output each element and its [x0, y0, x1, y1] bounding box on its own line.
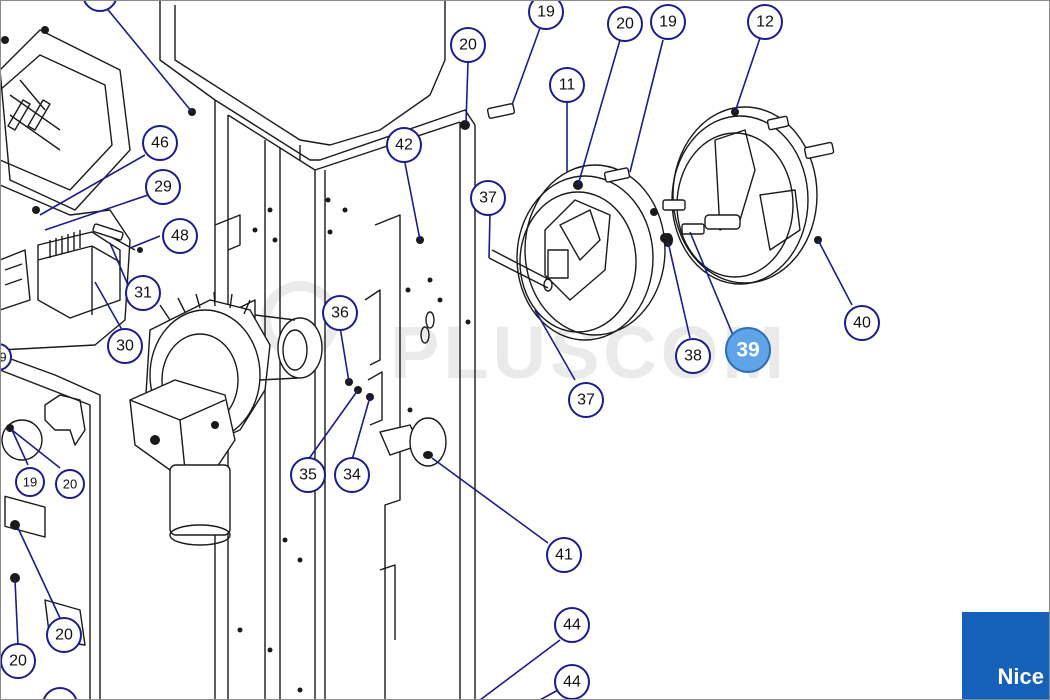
callout-44-lower[interactable]: 44 [554, 664, 590, 700]
callout-20-lower-left[interactable]: 20 [46, 617, 82, 653]
callout-11[interactable]: 11 [549, 67, 585, 103]
svg-text:37: 37 [479, 190, 497, 207]
callout-46[interactable]: 46 [142, 125, 178, 161]
svg-text:39: 39 [736, 339, 759, 362]
svg-text:35: 35 [299, 467, 317, 484]
svg-text:46: 46 [151, 135, 169, 152]
motor-drawing [129, 291, 374, 546]
callout-31[interactable]: 31 [125, 275, 161, 311]
gear-housing-12-drawing [671, 106, 822, 285]
callout-40[interactable]: 40 [844, 305, 880, 341]
control-unit-drawing [0, 26, 196, 351]
brand-logo: Nice [962, 612, 1050, 700]
callout-29[interactable]: 29 [145, 169, 181, 205]
svg-text:41: 41 [555, 547, 573, 564]
leader-lines [11, 0, 853, 700]
svg-text:29: 29 [154, 179, 172, 196]
gear-housing-11-drawing [488, 164, 670, 341]
callout-44-upper[interactable]: 44 [554, 607, 590, 643]
callout-37-lower[interactable]: 37 [568, 382, 604, 418]
svg-text:36: 36 [331, 305, 349, 322]
svg-text:20: 20 [55, 627, 73, 644]
callout-41[interactable]: 41 [546, 537, 582, 573]
svg-text:20: 20 [459, 37, 477, 54]
left-frame-drawing [0, 354, 101, 700]
svg-text:11: 11 [559, 77, 576, 94]
svg-text:37: 37 [577, 392, 595, 409]
svg-text:42: 42 [395, 137, 413, 154]
svg-text:38: 38 [684, 348, 702, 365]
svg-text:40: 40 [853, 315, 871, 332]
callouts: 46 29 48 31 30 36 35 34 42 20 19 11 20 1… [0, 0, 880, 700]
svg-text:44: 44 [563, 617, 581, 634]
callout-12[interactable]: 12 [747, 4, 783, 40]
callout-35[interactable]: 35 [290, 457, 326, 493]
svg-text:9: 9 [0, 350, 7, 365]
svg-text:34: 34 [343, 467, 361, 484]
callout-20[interactable]: 20 [450, 27, 486, 63]
svg-text:48: 48 [171, 228, 189, 245]
svg-text:12: 12 [756, 14, 774, 31]
svg-text:30: 30 [116, 338, 134, 355]
callout-38[interactable]: 38 [675, 338, 711, 374]
callout-cropped-bottom [42, 687, 78, 700]
svg-text:31: 31 [134, 285, 152, 302]
callout-20-left[interactable]: 20 [55, 469, 85, 499]
callout-39-selected[interactable]: 39 [725, 327, 771, 373]
svg-text:19: 19 [23, 475, 37, 490]
hardware-drawing [92, 103, 835, 247]
svg-text:20: 20 [616, 16, 634, 33]
callout-9[interactable]: 9 [0, 343, 12, 371]
callout-36[interactable]: 36 [322, 295, 358, 331]
callout-37-upper[interactable]: 37 [470, 180, 506, 216]
svg-text:19: 19 [659, 14, 677, 31]
svg-text:19: 19 [537, 4, 555, 21]
callout-30[interactable]: 30 [107, 328, 143, 364]
svg-text:44: 44 [563, 674, 581, 691]
callout-19-left[interactable]: 19 [15, 467, 45, 497]
release-knob-drawing [379, 417, 447, 467]
callout-19[interactable]: 19 [528, 0, 564, 30]
callout-19-upper[interactable]: 19 [650, 4, 686, 40]
callout-20-upper[interactable]: 20 [607, 6, 643, 42]
svg-text:20: 20 [63, 477, 77, 492]
callout-48[interactable]: 48 [162, 218, 198, 254]
svg-text:20: 20 [9, 653, 27, 670]
callout-20-bottom-left[interactable]: 20 [0, 643, 36, 679]
callout-34[interactable]: 34 [334, 457, 370, 493]
callout-cropped-top [83, 0, 117, 12]
callout-42[interactable]: 42 [386, 127, 422, 163]
